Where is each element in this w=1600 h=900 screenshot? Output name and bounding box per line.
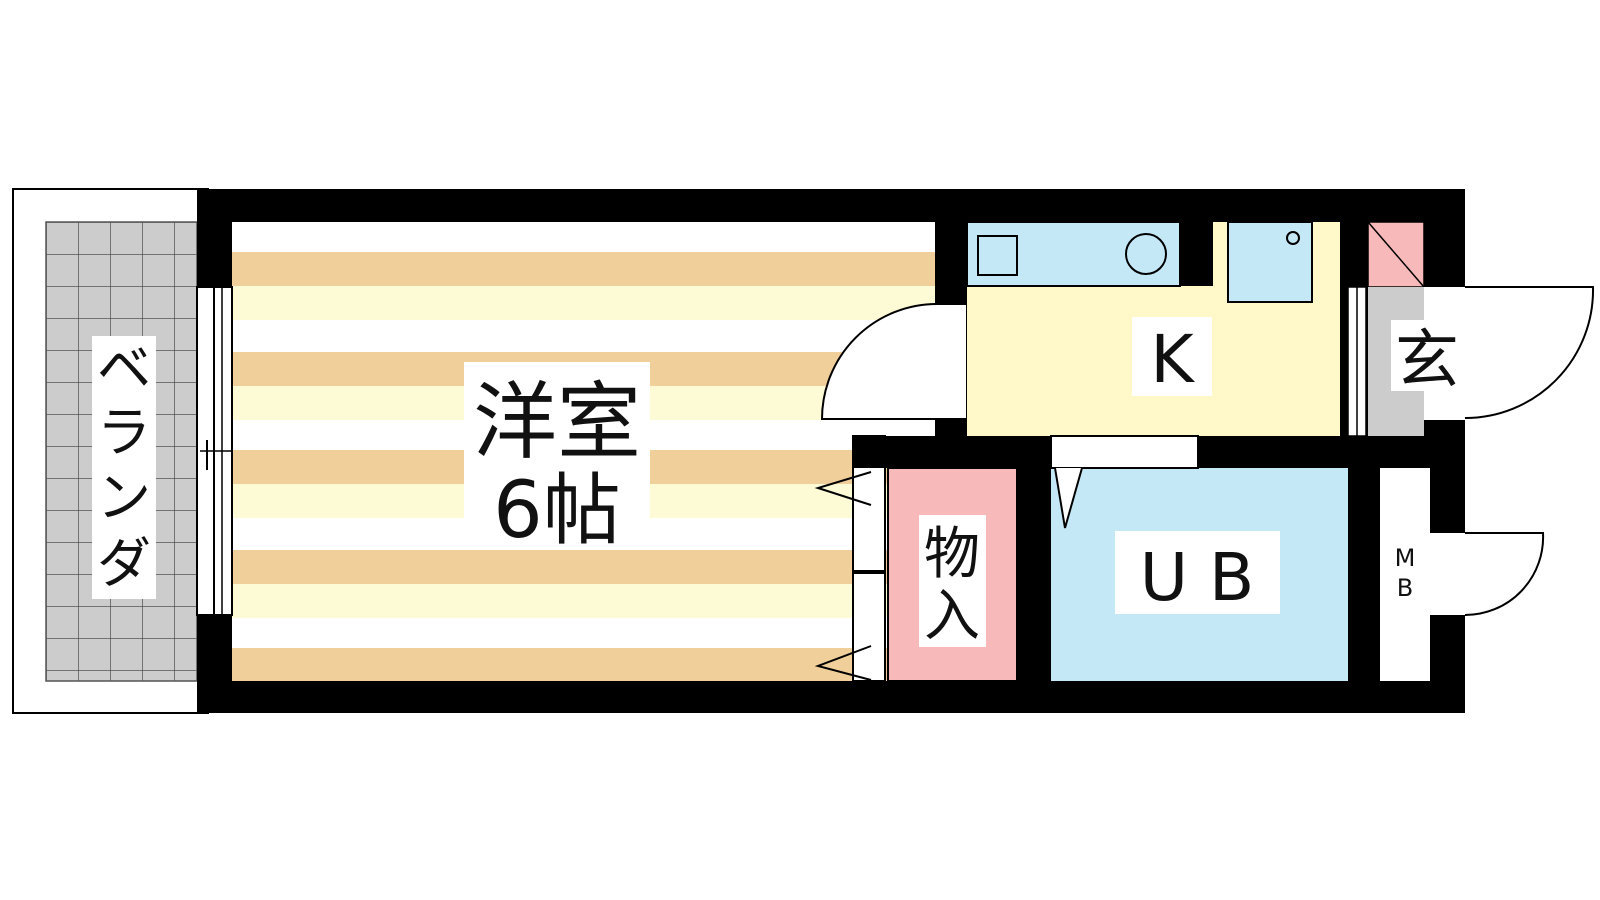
meter-box — [1380, 468, 1430, 681]
unit-bath-label: U B — [1140, 539, 1255, 616]
kitchen-counter — [966, 221, 1181, 287]
balcony-window — [196, 286, 233, 616]
western-room-size: 6帖 — [493, 466, 621, 556]
meter-box-label-1: M — [1395, 544, 1416, 572]
balcony-label-4: ダ — [97, 532, 151, 595]
kitchen — [966, 221, 1348, 436]
stove-icon — [977, 235, 1018, 276]
balcony-label-2: ラ — [97, 401, 151, 464]
kitchen-label: K — [1150, 321, 1195, 398]
bath-door — [1050, 435, 1199, 529]
entrance-label: 玄 — [1395, 324, 1459, 398]
balcony-label-1: ベ — [97, 337, 151, 400]
meter-box-label-2: B — [1397, 574, 1413, 602]
storage-folding-doors — [814, 471, 872, 681]
western-room-name: 洋室 — [473, 373, 641, 471]
meter-box-door — [1430, 532, 1545, 617]
sink-icon — [1125, 233, 1167, 275]
drain-icon — [1286, 231, 1300, 245]
washer-space — [1227, 221, 1313, 303]
room-door — [820, 303, 968, 420]
balcony — [12, 188, 209, 714]
storage-label-2: 入 — [924, 584, 980, 649]
storage-label-1: 物 — [924, 522, 980, 587]
balcony-label-3: ン — [97, 466, 151, 529]
